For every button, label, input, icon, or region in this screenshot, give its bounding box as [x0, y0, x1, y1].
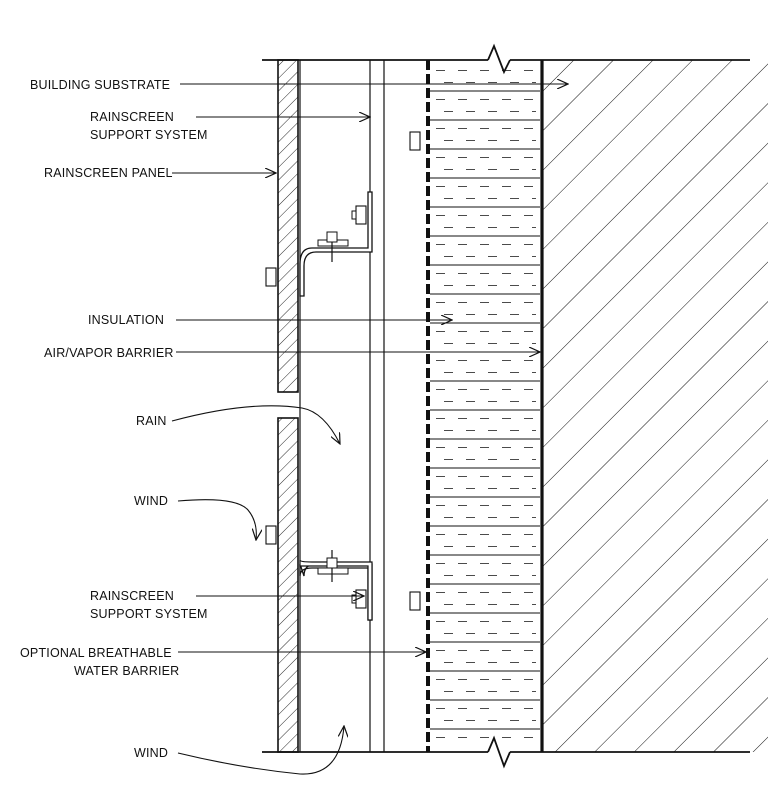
bracket-upper: [265, 131, 421, 297]
label-wind-upper: WIND: [134, 494, 168, 508]
label-wind-lower: WIND: [134, 746, 168, 760]
leader-wind-upper: [177, 499, 256, 540]
label-water-barrier-1: OPTIONAL BREATHABLE: [20, 646, 172, 660]
label-rainscreen-support-top-1: RAINSCREEN: [90, 110, 174, 124]
label-rainscreen-panel: RAINSCREEN PANEL: [44, 166, 173, 180]
label-building-substrate: BUILDING SUBSTRATE: [30, 78, 170, 92]
leader-wind-lower: [177, 726, 344, 775]
label-rainscreen-support-bottom-1: RAINSCREEN: [90, 589, 174, 603]
label-water-barrier-2: WATER BARRIER: [74, 664, 179, 678]
label-rain: RAIN: [136, 414, 167, 428]
label-air-vapor-barrier: AIR/VAPOR BARRIER: [44, 346, 174, 360]
rainscreen-panel-upper: [277, 59, 299, 393]
building-substrate: [540, 60, 768, 752]
label-rainscreen-support-top-2: SUPPORT SYSTEM: [90, 128, 208, 142]
label-insulation: INSULATION: [88, 313, 164, 327]
insulation-layer: [426, 60, 540, 752]
leader-lines: [171, 84, 568, 775]
label-rainscreen-support-bottom-2: SUPPORT SYSTEM: [90, 607, 208, 621]
rainscreen-support-rails: [299, 60, 385, 752]
rainscreen-panel-lower: [277, 417, 299, 753]
leader-rain: [171, 405, 340, 444]
